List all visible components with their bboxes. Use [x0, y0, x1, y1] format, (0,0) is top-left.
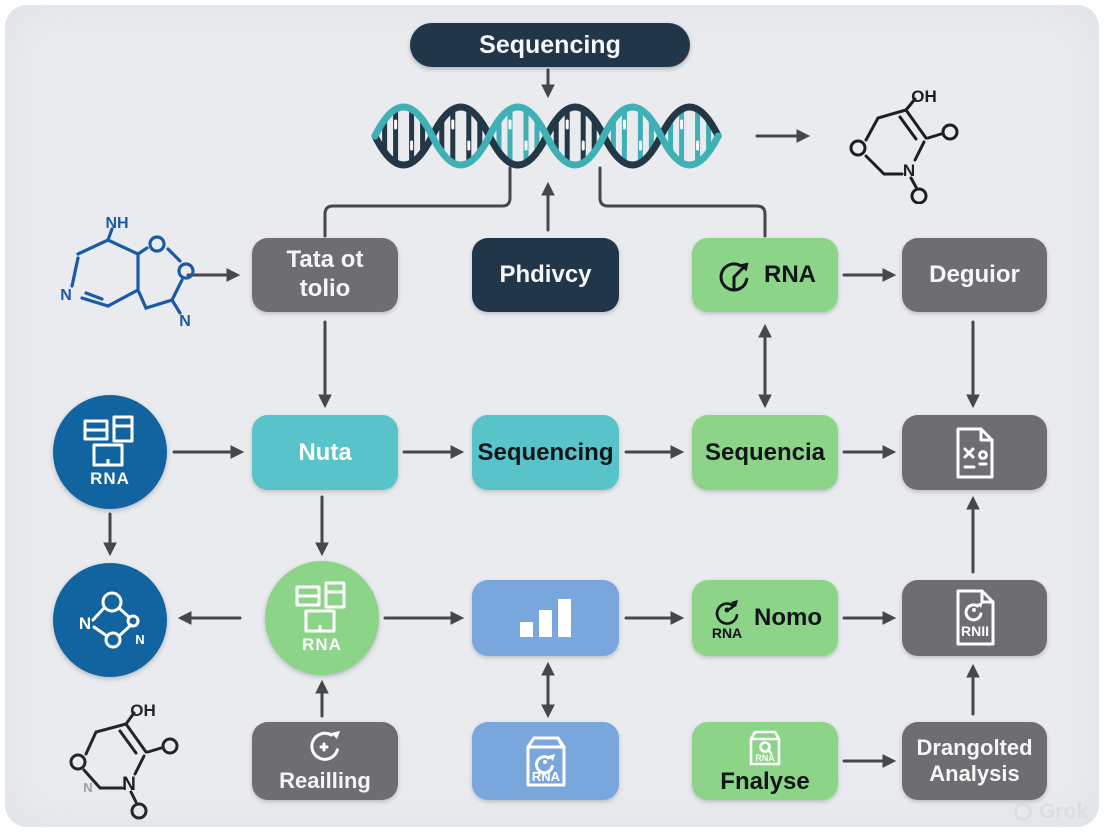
chemical-structure-bottom-left-icon: OH N N: [69, 701, 179, 820]
node-label: Sequencing: [477, 438, 614, 466]
chemical-structure-left-icon: NH N N: [60, 216, 195, 330]
node-spreadsheet-file: [902, 415, 1047, 490]
node-sequencing: Sequencing: [472, 415, 619, 490]
node-nuta: Nuta: [252, 415, 398, 490]
node-label: Sequencia: [704, 438, 826, 466]
node-label: Drangolted: [916, 734, 1033, 760]
node-sequencia: Sequencia: [692, 415, 838, 490]
atom-label: OH: [911, 87, 937, 106]
cycle-icon: RNA: [712, 600, 742, 641]
watermark-text: Grok: [1038, 800, 1088, 823]
node-reailling: Reailling: [252, 722, 398, 800]
package-icon: RNA: [749, 730, 781, 765]
node-label: Nomo: [754, 604, 822, 631]
connectors: [103, 68, 980, 768]
atom-label: N: [903, 161, 915, 180]
icon-caption: RNA: [712, 625, 742, 641]
bar-chart-icon: [519, 599, 571, 637]
node-bar-chart: [472, 580, 619, 656]
node-fnalyse: RNA Fnalyse: [692, 722, 838, 800]
node-label: RNA: [764, 261, 816, 288]
modules-icon: [83, 415, 134, 467]
atom-label: N: [135, 632, 144, 647]
node-label: Fnalyse: [720, 767, 810, 795]
circle-label: RNA: [302, 635, 342, 654]
circle-label: RNA: [90, 469, 130, 488]
node-label: Phdivcy: [499, 261, 592, 288]
node-phdivcy: Phdivcy: [472, 238, 619, 312]
molecule-icon: N N: [79, 591, 145, 649]
node-deguior: Deguior: [902, 238, 1047, 312]
node-label: Reailling: [279, 768, 371, 794]
spreadsheet-file-icon: [956, 427, 993, 478]
icon-caption: RNII: [961, 623, 989, 639]
modules-icon: [295, 581, 346, 633]
node-rnii-file: RNII: [902, 580, 1047, 656]
node-label: Deguior: [929, 261, 1020, 288]
icon-caption: RNA: [531, 769, 560, 784]
node-rna-modules-circle-green: RNA: [265, 561, 379, 675]
node-tata-ot-tolio: Tata ot tolio: [252, 238, 398, 312]
node-molecule-circle: N N: [53, 563, 167, 677]
elbow-helix-to-tata: [323, 166, 512, 238]
node-rna-modules-circle: RNA: [53, 395, 167, 509]
watermark-logo-icon: [1013, 803, 1032, 821]
node-label: Nuta: [298, 438, 352, 466]
atom-label: N: [79, 614, 91, 633]
refresh-sparkle-icon: [310, 731, 340, 762]
document-cycle-icon: RNII: [956, 589, 994, 646]
atom-label: OH: [130, 701, 156, 720]
node-drangolted-analysis: Drangolted Analysis: [902, 722, 1047, 800]
node-label: Analysis: [929, 761, 1020, 786]
atom-label: N: [122, 774, 136, 795]
node-label: tolio: [299, 275, 351, 302]
chemical-structure-top-right-icon: OH N: [849, 87, 959, 204]
node-rna: RNA: [692, 238, 838, 312]
node-nomo: RNA Nomo: [692, 580, 838, 656]
icon-caption: RNA: [755, 753, 775, 763]
atom-label: N: [60, 287, 72, 304]
atom-label: NH: [105, 216, 128, 232]
page-title: Sequencing: [479, 30, 621, 59]
dna-helix-icon: [371, 103, 722, 169]
node-label: Tata ot: [286, 246, 364, 274]
elbow-helix-to-rna: [598, 166, 767, 238]
atom-label: N: [83, 780, 92, 795]
node-rna-package: RNA: [472, 722, 619, 800]
title-pill: Sequencing: [410, 23, 690, 67]
pie-arrow-icon: [719, 262, 749, 292]
atom-label: N: [179, 313, 191, 330]
watermark: Grok: [1013, 800, 1088, 824]
package-cycle-icon: RNA: [526, 736, 565, 787]
